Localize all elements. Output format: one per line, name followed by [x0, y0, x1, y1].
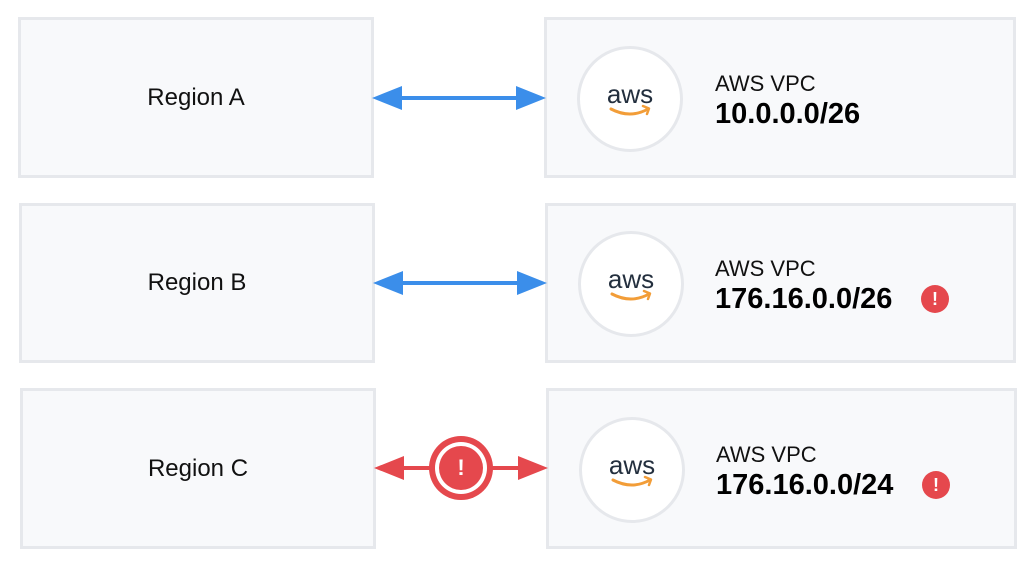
aws-logo-icon: aws: [608, 264, 654, 301]
aws-logo: aws: [577, 46, 683, 152]
aws-logo-icon: aws: [609, 450, 655, 487]
vpc-title: AWS VPC: [716, 442, 817, 467]
aws-logo-text: aws: [609, 450, 655, 480]
region-label: Region C: [147, 454, 249, 482]
region-box-c: Region C: [20, 388, 376, 549]
vpc-cidr: 10.0.0.0/26: [715, 98, 861, 130]
warning-icon: !: [921, 285, 949, 313]
aws-logo-icon: aws: [607, 79, 653, 116]
connection-arrow-c-error: [374, 436, 548, 500]
vpc-title: AWS VPC: [715, 256, 816, 281]
connection-error-icon: !: [457, 455, 465, 480]
connection-arrow-b: [373, 271, 547, 295]
region-label: Region A: [147, 83, 245, 111]
vpc-box-b: aws AWS VPC 176.16.0.0/26 !: [545, 203, 1016, 363]
aws-logo: aws: [578, 231, 684, 337]
aws-logo: aws: [579, 417, 685, 523]
aws-logo-text: aws: [607, 79, 653, 109]
vpc-cidr: 176.16.0.0/24: [716, 469, 894, 501]
vpc-box-c: aws AWS VPC 176.16.0.0/24 !: [546, 388, 1017, 549]
aws-logo-text: aws: [608, 264, 654, 294]
region-box-a: Region A: [18, 17, 374, 178]
vpc-cidr: 176.16.0.0/26: [715, 283, 893, 315]
connection-arrow-a: [372, 86, 546, 110]
warning-icon: !: [922, 471, 950, 499]
vpc-box-a: aws AWS VPC 10.0.0.0/26: [544, 17, 1016, 178]
region-label: Region B: [147, 269, 247, 296]
vpc-title: AWS VPC: [715, 71, 816, 96]
